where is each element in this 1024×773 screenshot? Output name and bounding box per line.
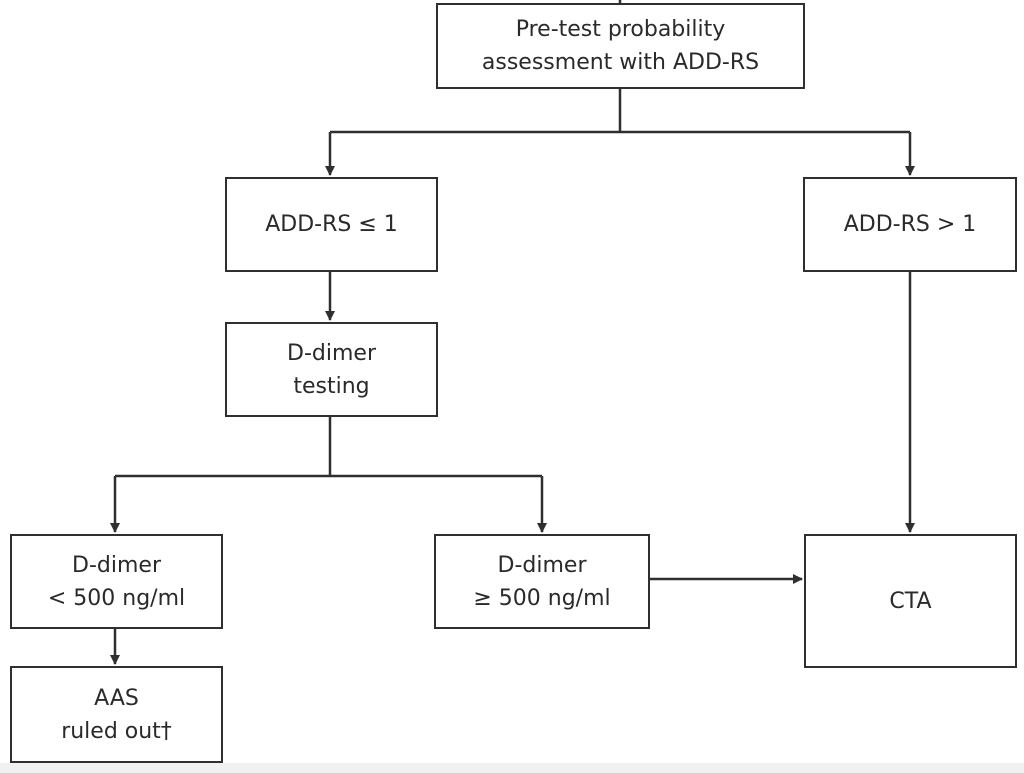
node-ddimer-high: D-dimer ≥ 500 ng/ml bbox=[434, 534, 650, 629]
node-ddimer-low-line2: < 500 ng/ml bbox=[47, 585, 186, 611]
node-cta: CTA bbox=[804, 534, 1017, 668]
bottom-strip bbox=[0, 763, 1024, 773]
node-high-score: ADD-RS > 1 bbox=[803, 177, 1017, 272]
node-low-score: ADD-RS ≤ 1 bbox=[225, 177, 438, 272]
node-ddimer-testing: D-dimer testing bbox=[225, 322, 438, 417]
node-ddimer-testing-line2: testing bbox=[293, 373, 370, 399]
node-pretest-assessment: Pre-test probability assessment with ADD… bbox=[436, 3, 805, 89]
node-cta-label: CTA bbox=[889, 588, 932, 614]
node-ruled-out: AAS ruled out† bbox=[10, 666, 223, 763]
node-ddimer-testing-line1: D-dimer bbox=[287, 340, 376, 366]
node-pretest-line1: Pre-test probability bbox=[515, 17, 726, 42]
node-ddimer-high-line2: ≥ 500 ng/ml bbox=[473, 585, 611, 611]
node-ddimer-high-line1: D-dimer bbox=[497, 552, 587, 578]
node-ruled-out-line2: ruled out† bbox=[61, 718, 172, 744]
node-high-score-label: ADD-RS > 1 bbox=[843, 212, 977, 237]
node-ruled-out-line1: AAS bbox=[94, 685, 139, 711]
node-low-score-label: ADD-RS ≤ 1 bbox=[265, 212, 398, 237]
node-pretest-line2: assessment with ADD-RS bbox=[481, 50, 760, 75]
node-ddimer-low-line1: D-dimer bbox=[72, 552, 161, 578]
node-ddimer-low: D-dimer < 500 ng/ml bbox=[10, 534, 223, 629]
